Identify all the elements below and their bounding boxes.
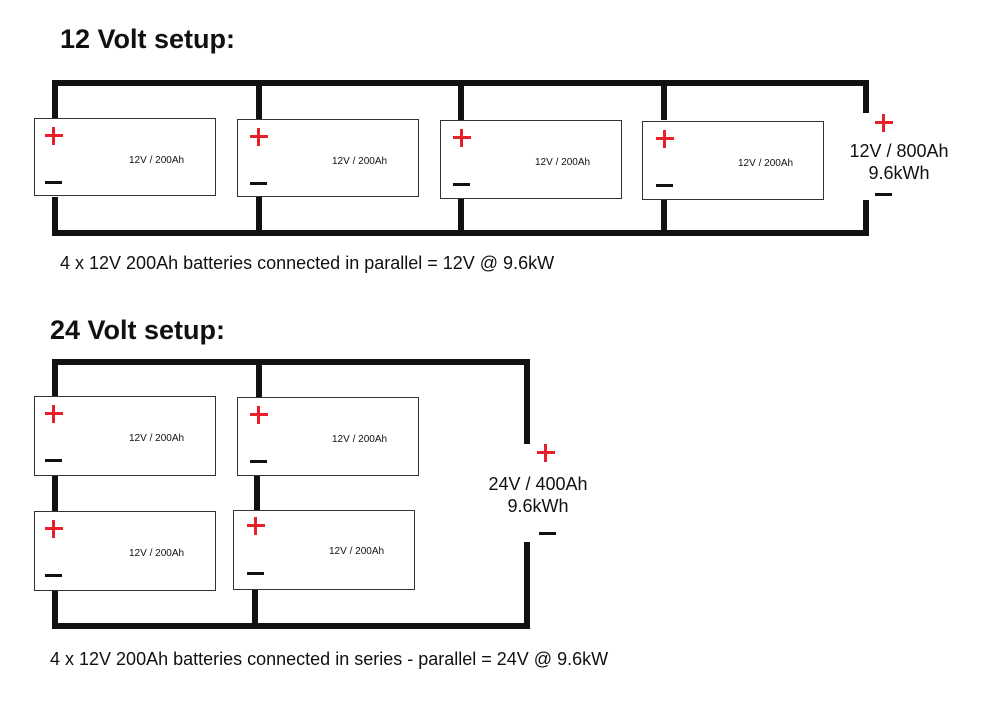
positive-terminal-icon [250, 406, 268, 424]
summary-capacity: 24V / 400Ah [488, 474, 588, 494]
battery-24v-bottom-right: 12V / 200Ah [233, 510, 415, 590]
battery-label: 12V / 200Ah [129, 548, 185, 559]
summary-12v: 12V / 800Ah 9.6kWh [835, 140, 963, 184]
output-negative-icon-24v [539, 532, 556, 535]
title-12v-setup: 12 Volt setup: [60, 24, 236, 54]
negative-terminal-icon [250, 460, 267, 463]
battery-label: 12V / 200Ah [129, 155, 185, 166]
battery-label: 12V / 200Ah [329, 546, 385, 557]
output-positive-icon-24v [537, 444, 555, 462]
battery-label: 12V / 200Ah [535, 157, 591, 168]
title-24v-setup: 24 Volt setup: [50, 315, 226, 345]
negative-terminal-icon [250, 182, 267, 185]
negative-terminal-icon [453, 183, 470, 186]
positive-terminal-icon [453, 129, 471, 147]
positive-terminal-icon [656, 130, 674, 148]
output-positive-icon-12v [875, 114, 893, 132]
caption-12v: 4 x 12V 200Ah batteries connected in par… [60, 253, 555, 273]
battery-12v-4: 12V / 200Ah [642, 121, 824, 200]
negative-bus-wire-24v [52, 542, 530, 629]
summary-energy: 9.6kWh [868, 163, 930, 183]
battery-label: 12V / 200Ah [332, 434, 388, 445]
battery-12v-3: 12V / 200Ah [440, 120, 622, 199]
output-negative-icon-12v [875, 193, 892, 196]
negative-terminal-icon [247, 572, 264, 575]
positive-terminal-icon [45, 520, 63, 538]
negative-terminal-icon [656, 184, 673, 187]
battery-label: 12V / 200Ah [129, 433, 185, 444]
positive-terminal-icon [250, 128, 268, 146]
battery-24v-top-left: 12V / 200Ah [34, 396, 216, 476]
summary-24v: 24V / 400Ah 9.6kWh [474, 473, 602, 517]
battery-12v-2: 12V / 200Ah [237, 119, 419, 197]
battery-label: 12V / 200Ah [332, 156, 388, 167]
summary-energy: 9.6kWh [507, 496, 569, 516]
summary-capacity: 12V / 800Ah [849, 141, 949, 161]
negative-terminal-icon [45, 459, 62, 462]
battery-24v-bottom-left: 12V / 200Ah [34, 511, 216, 591]
positive-terminal-icon [247, 517, 265, 535]
battery-24v-top-right: 12V / 200Ah [237, 397, 419, 476]
negative-terminal-icon [45, 574, 62, 577]
negative-terminal-icon [45, 181, 62, 184]
positive-terminal-icon [45, 405, 63, 423]
battery-12v-1: 12V / 200Ah [34, 118, 216, 196]
battery-label: 12V / 200Ah [738, 158, 794, 169]
positive-terminal-icon [45, 127, 63, 145]
positive-bus-wire-24v [52, 359, 530, 444]
caption-24v: 4 x 12V 200Ah batteries connected in ser… [50, 649, 609, 669]
